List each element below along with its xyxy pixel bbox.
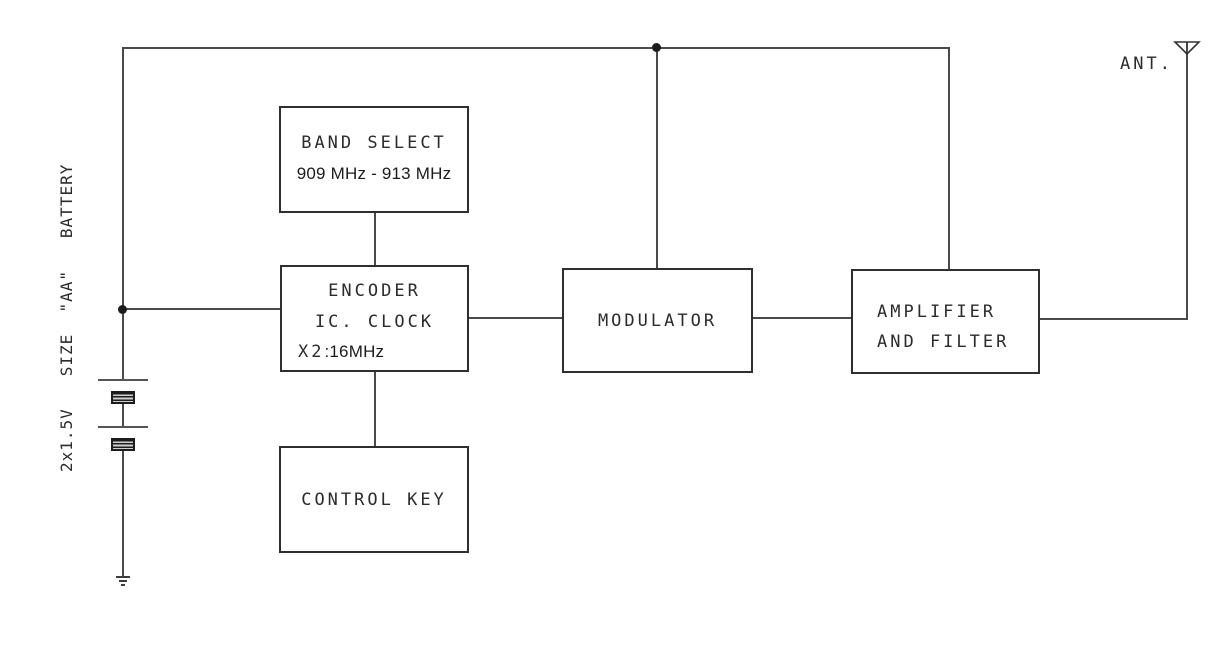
wire-bus-to-amplifier bbox=[948, 47, 950, 270]
band-select-block: BAND SELECT 909 MHz - 913 MHz bbox=[279, 106, 469, 213]
encoder-block: ENCODER IC. CLOCK X2:16MHz bbox=[280, 265, 469, 372]
ground-bar-3 bbox=[121, 584, 125, 586]
wire-left-vertical bbox=[122, 47, 124, 381]
wire-amplifier-to-antenna bbox=[1040, 318, 1187, 320]
band-select-range: 909 MHz - 913 MHz bbox=[296, 164, 452, 183]
wire-modulator-to-amplifier bbox=[753, 317, 852, 319]
ground-bar-1 bbox=[116, 576, 130, 578]
control-key-label: CONTROL KEY bbox=[301, 489, 447, 510]
battery-cell1-positive-plate bbox=[98, 379, 148, 381]
amplifier-line1: AMPLIFIER bbox=[877, 302, 997, 322]
antenna-label: ANT. bbox=[1120, 54, 1173, 74]
battery-cell2-negative-plate bbox=[111, 438, 135, 451]
wire-battery-to-encoder bbox=[122, 308, 280, 310]
wire-top-bus bbox=[122, 47, 950, 49]
junction-dot-battery-tap bbox=[118, 305, 127, 314]
amplifier-line2: AND FILTER bbox=[877, 332, 1010, 352]
wire-encoder-to-controlkey bbox=[374, 372, 376, 447]
junction-dot-top-bus bbox=[652, 43, 661, 52]
wire-encoder-to-modulator bbox=[469, 317, 563, 319]
wire-between-cells bbox=[122, 404, 124, 427]
encoder-clock-prefix: X2 bbox=[298, 342, 325, 362]
modulator-block: MODULATOR bbox=[562, 268, 753, 373]
amplifier-block: AMPLIFIER AND FILTER bbox=[851, 269, 1040, 374]
wire-bus-to-modulator bbox=[656, 47, 658, 269]
antenna-icon bbox=[1173, 41, 1201, 56]
wire-antenna-vertical bbox=[1186, 42, 1188, 320]
encoder-line1: ENCODER bbox=[328, 281, 421, 301]
battery-label: 2x1.5V SIZE "AA" BATTERY bbox=[57, 163, 76, 472]
wire-battery-to-ground bbox=[122, 451, 124, 577]
encoder-clock-line: X2:16MHz bbox=[282, 341, 467, 363]
encoder-clock-suffix: :16MHz bbox=[324, 342, 385, 361]
modulator-label: MODULATOR bbox=[597, 310, 718, 331]
ground-bar-2 bbox=[119, 580, 127, 582]
encoder-line2: IC. CLOCK bbox=[314, 312, 435, 332]
wire-bandselect-to-encoder bbox=[374, 213, 376, 266]
control-key-block: CONTROL KEY bbox=[279, 446, 469, 553]
battery-cell1-negative-plate bbox=[111, 391, 135, 404]
battery-cell2-positive-plate bbox=[98, 426, 148, 428]
band-select-title: BAND SELECT bbox=[301, 133, 447, 153]
